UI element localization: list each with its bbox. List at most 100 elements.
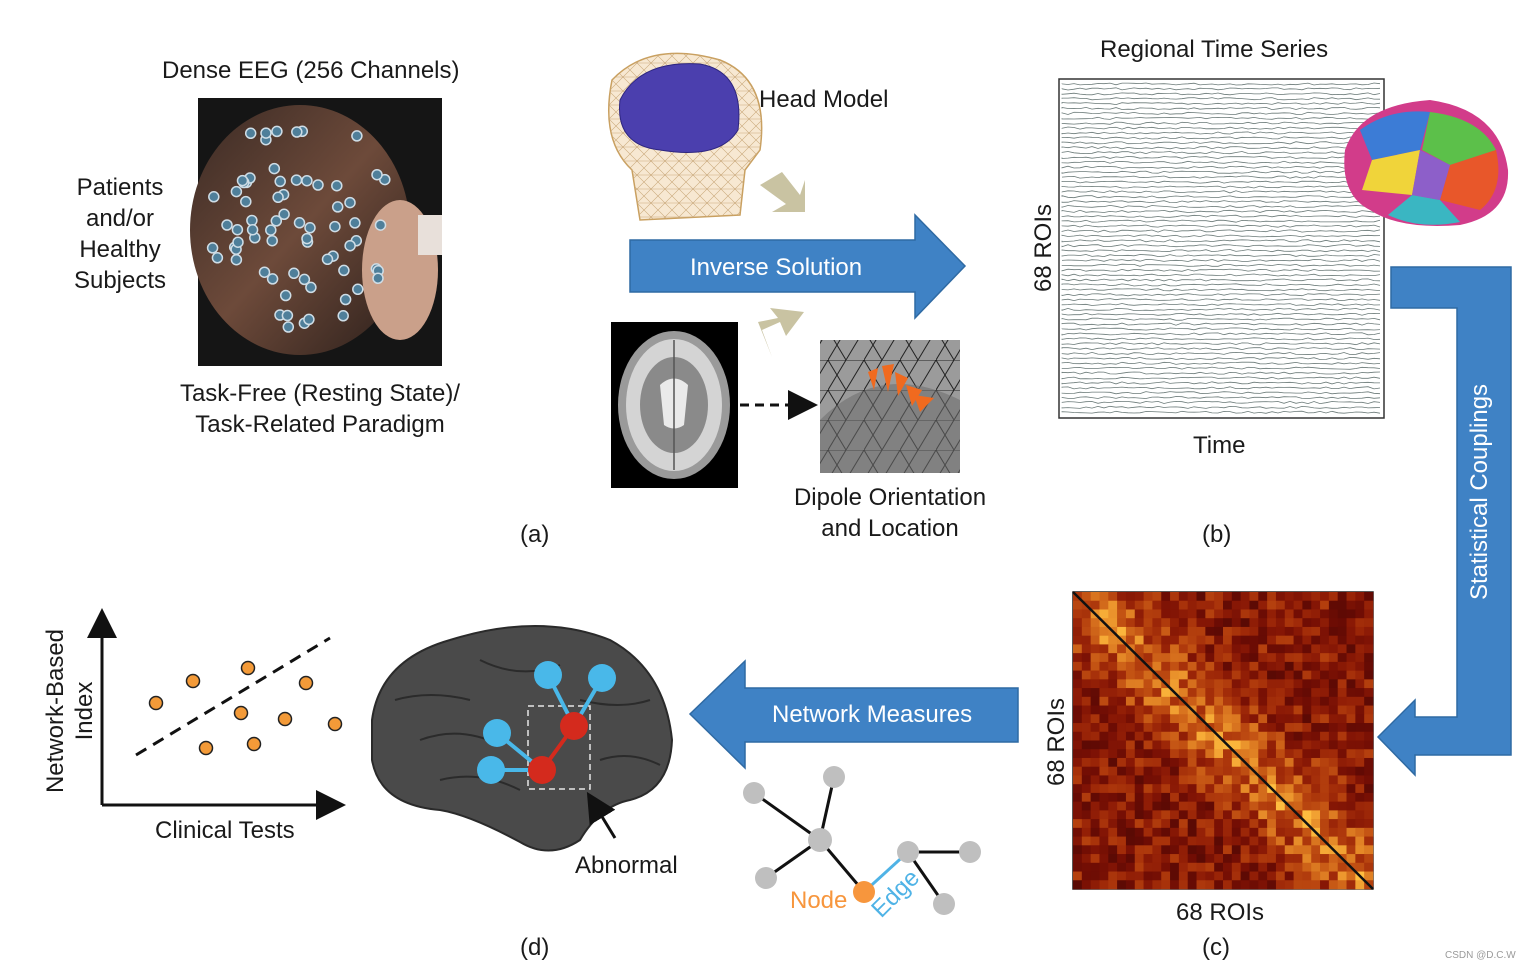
- matrix-cell: [1099, 749, 1109, 759]
- matrix-cell: [1125, 670, 1136, 680]
- matrix-cell: [1161, 792, 1171, 802]
- matrix-cell: [1293, 819, 1303, 829]
- matrix-cell: [1275, 661, 1286, 671]
- matrix-cell: [1073, 679, 1083, 689]
- matrix-cell: [1073, 749, 1083, 759]
- matrix-cell: [1328, 757, 1338, 768]
- matrix-cell: [1364, 600, 1374, 610]
- matrix-cell: [1187, 740, 1197, 750]
- matrix-cell: [1302, 670, 1312, 680]
- roi-trace: [1061, 229, 1381, 233]
- matrix-cell: [1337, 661, 1347, 671]
- matrix-cell: [1258, 871, 1268, 881]
- electrode-dot: [374, 219, 387, 231]
- matrix-cell: [1346, 600, 1356, 610]
- matrix-cell: [1355, 766, 1365, 776]
- matrix-cell: [1355, 714, 1365, 724]
- matrix-cell: [1355, 792, 1365, 802]
- roi-trace: [1061, 146, 1381, 150]
- matrix-cell: [1099, 810, 1109, 820]
- roi-trace: [1061, 317, 1381, 321]
- matrix-cell: [1125, 626, 1136, 636]
- matrix-cell: [1125, 766, 1136, 776]
- matrix-cell: [1205, 792, 1215, 802]
- matrix-cell: [1293, 705, 1303, 715]
- matrix-cell: [1284, 871, 1294, 881]
- matrix-cell: [1223, 757, 1233, 768]
- statistical-couplings-arrow: [1376, 266, 1512, 777]
- matrix-cell: [1355, 827, 1365, 837]
- matrix-cell: [1346, 609, 1356, 619]
- matrix-cell: [1293, 749, 1303, 759]
- matrix-cell: [1205, 600, 1215, 610]
- matrix-cell: [1284, 696, 1294, 706]
- matrix-cell: [1117, 775, 1127, 785]
- matrix-cell: [1187, 688, 1197, 698]
- matrix-cell: [1170, 661, 1180, 671]
- matrix-cell: [1108, 810, 1118, 820]
- electrode-dot: [208, 191, 220, 203]
- matrix-cell: [1355, 644, 1365, 654]
- matrix-cell: [1364, 714, 1374, 724]
- matrix-cell: [1152, 609, 1162, 619]
- matrix-cell: [1090, 827, 1100, 837]
- matrix-cell: [1187, 644, 1197, 654]
- matrix-cell: [1267, 626, 1277, 636]
- matrix-cell: [1099, 635, 1109, 645]
- matrix-cell: [1099, 871, 1109, 881]
- matrix-cell: [1320, 740, 1330, 750]
- matrix-cell: [1355, 679, 1365, 689]
- matrix-cell: [1364, 827, 1374, 837]
- matrix-cell: [1214, 871, 1224, 881]
- matrix-cell: [1108, 871, 1118, 881]
- roi-trace: [1061, 391, 1381, 395]
- matrix-cell: [1125, 600, 1136, 610]
- roi-trace: [1061, 273, 1381, 277]
- matrix-cell: [1161, 784, 1171, 794]
- matrix-cell: [1240, 653, 1250, 663]
- matrix-cell: [1187, 810, 1197, 820]
- matrix-cell: [1240, 827, 1250, 837]
- roi-trace: [1061, 170, 1381, 174]
- matrix-cell: [1187, 600, 1197, 610]
- matrix-cell: [1161, 862, 1171, 872]
- matrix-cell: [1152, 757, 1162, 768]
- matrix-cell: [1152, 731, 1162, 741]
- matrix-cell: [1081, 688, 1091, 698]
- matrix-cell: [1117, 731, 1127, 741]
- matrix-cell: [1337, 819, 1347, 829]
- electrode-dot: [232, 236, 244, 248]
- matrix-cell: [1311, 635, 1321, 645]
- matrix-cell: [1302, 836, 1312, 846]
- matrix-cell: [1293, 757, 1303, 768]
- matrix-cell: [1196, 592, 1206, 602]
- matrix-cell: [1125, 740, 1136, 750]
- matrix-cell: [1302, 618, 1312, 628]
- matrix-cell: [1320, 635, 1330, 645]
- matrix-cell: [1117, 836, 1127, 846]
- matrix-cell: [1364, 810, 1374, 820]
- matrix-cell: [1328, 644, 1338, 654]
- matrix-cell: [1328, 592, 1338, 602]
- matrix-cell: [1161, 871, 1171, 881]
- matrix-cell: [1196, 688, 1206, 698]
- matrix-cell: [1231, 618, 1241, 628]
- mri-slice-image: [611, 322, 738, 488]
- roi-trace: [1061, 239, 1381, 243]
- matrix-cell: [1284, 792, 1294, 802]
- matrix-cell: [1090, 644, 1100, 654]
- electrode-dot: [352, 283, 364, 296]
- matrix-cell: [1161, 626, 1171, 636]
- matrix-cell: [1258, 819, 1268, 829]
- matrix-cell: [1073, 723, 1083, 733]
- matrix-cell: [1187, 626, 1197, 636]
- matrix-cell: [1178, 810, 1188, 820]
- matrix-cell: [1284, 670, 1294, 680]
- roi-trace: [1061, 200, 1380, 204]
- matrix-cell: [1249, 635, 1259, 645]
- matrix-cell: [1311, 766, 1321, 776]
- matrix-cell: [1337, 801, 1347, 811]
- matrix-cell: [1267, 635, 1277, 645]
- matrix-cell: [1196, 862, 1206, 872]
- matrix-cell: [1161, 880, 1171, 890]
